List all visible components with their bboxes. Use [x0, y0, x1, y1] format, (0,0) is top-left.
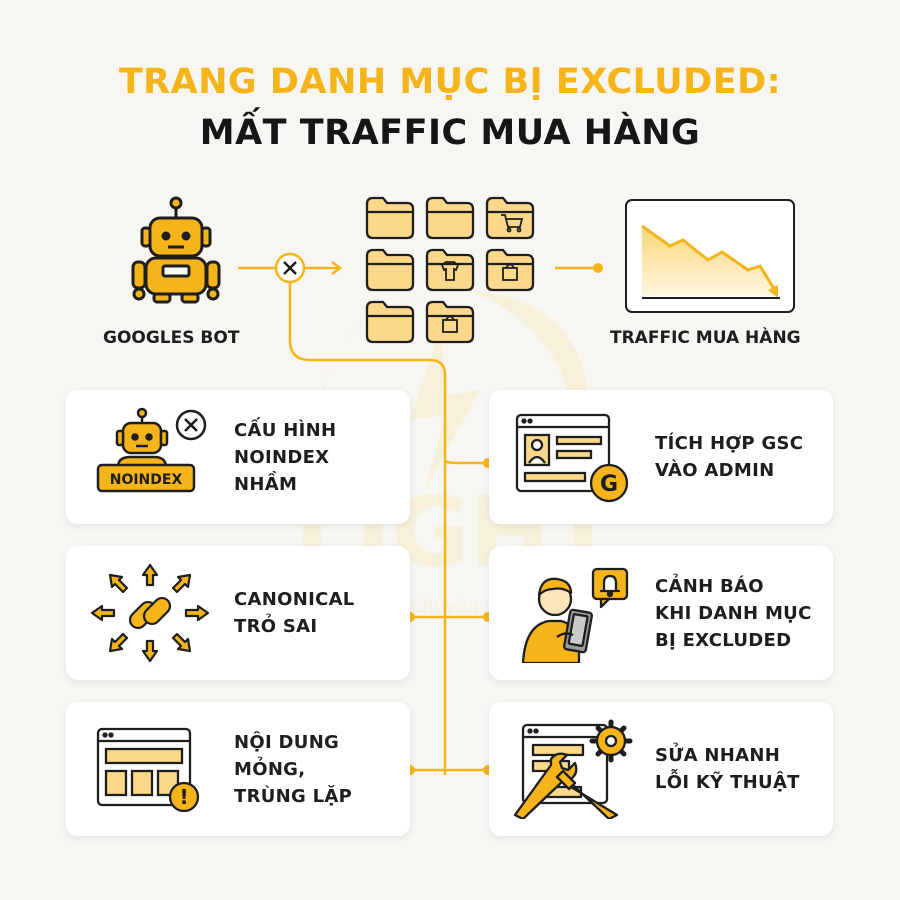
cause-text-line: CANONICAL	[234, 589, 355, 610]
solution-card-gsc: G TÍCH HỢP GSC VÀO ADMIN	[489, 390, 833, 524]
noindex-badge: NOINDEX	[110, 472, 183, 488]
title-line-2: MẤT TRAFFIC MUA HÀNG	[199, 113, 701, 153]
cause-text-line: TRỎ SAI	[234, 616, 318, 637]
solution-text-line: VÀO ADMIN	[655, 460, 775, 481]
svg-text:G: G	[600, 472, 618, 497]
solution-text-line: BỊ EXCLUDED	[655, 629, 792, 651]
cause-text-line: NHẦM	[234, 473, 298, 495]
bot-label: GOOGLES BOT	[103, 328, 240, 348]
admin-google-icon: G	[515, 413, 629, 503]
solution-text-line: SỬA NHANH	[655, 745, 781, 766]
cause-text-line: TRÙNG LẶP	[234, 785, 353, 807]
solution-card-alert: CẢNH BÁO KHI DANH MỤC BỊ EXCLUDED	[489, 546, 833, 680]
solution-text-line: TÍCH HỢP GSC	[655, 433, 804, 454]
robot-noindex-icon: NOINDEX	[96, 407, 207, 493]
person-tablet-bell-icon	[521, 567, 629, 663]
cause-text-line: MỎNG,	[234, 758, 306, 780]
cause-text-line: NOINDEX	[234, 446, 330, 468]
webpage-warning-icon: !	[96, 727, 200, 813]
cause-text-line: NỘI DUNG	[234, 731, 340, 753]
cause-card-thin-content: ! NỘI DUNG MỎNG, TRÙNG LẶP	[66, 702, 410, 836]
solution-card-fix: SỬA NHANH LỖI KỸ THUẬT	[489, 702, 833, 836]
broken-link-arrows-icon	[90, 563, 210, 663]
solution-text-line: KHI DANH MỤC	[655, 602, 812, 624]
cause-card-canonical: CANONICAL TRỎ SAI	[66, 546, 410, 680]
cause-text-line: CẤU HÌNH	[234, 419, 337, 441]
title-line-1: TRANG DANH MỤC BỊ EXCLUDED:	[118, 62, 782, 102]
cause-card-noindex: NOINDEX CẤU HÌNH NOINDEX NHẦM	[66, 390, 410, 524]
solution-text-line: CẢNH BÁO	[655, 575, 764, 597]
traffic-label: TRAFFIC MUA HÀNG	[610, 328, 801, 348]
solution-text-line: LỖI KỸ THUẬT	[655, 772, 800, 793]
tools-gear-icon	[513, 719, 633, 819]
svg-text:!: !	[179, 785, 188, 809]
